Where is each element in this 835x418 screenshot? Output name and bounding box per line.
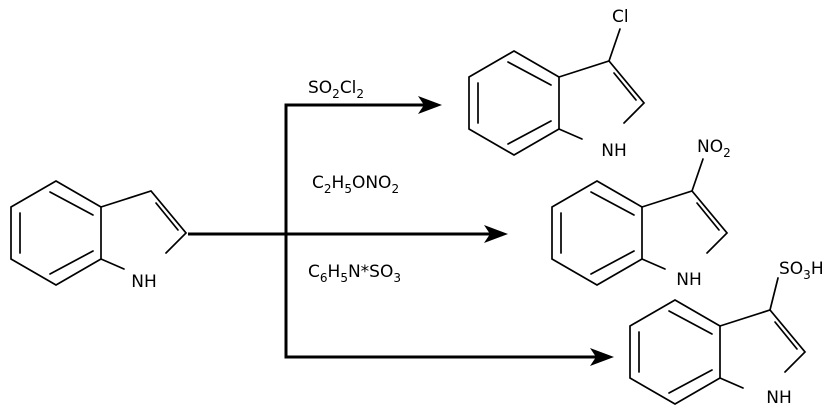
reagent-sulfuryl-chloride: SO2Cl2 [308, 78, 364, 101]
arrow-head-bottom [590, 348, 614, 366]
substituent-bond [691, 158, 704, 192]
product-indole-3-sulfonic-acid: SO3H NH [629, 259, 824, 408]
product-nh-label: NH [601, 141, 627, 161]
nitro-label: NO2 [697, 137, 731, 160]
lower-branch-line [284, 234, 598, 359]
sulfonic-acid-label: SO3H [779, 259, 824, 282]
reagent-pyridine-sulfur-trioxide: C6H5N*SO3 [308, 262, 401, 285]
reactant-indole: NH [10, 180, 187, 292]
arrow-head-middle [484, 225, 508, 243]
reaction-arrows [188, 96, 614, 366]
arrow-head-top [418, 96, 442, 114]
product-3-chloroindole: Cl NH [468, 7, 645, 161]
substituent-bond [769, 277, 779, 311]
reagent-ethyl-nitrate: C2H5ONO2 [312, 173, 399, 196]
reactant-nh-label: NH [131, 272, 157, 292]
indole-ring [468, 50, 645, 156]
product-nh-label: NH [766, 388, 792, 408]
chloro-label: Cl [612, 7, 629, 27]
substituent-bond [608, 28, 621, 62]
product-nh-label: NH [676, 270, 702, 290]
indole-ring [10, 180, 187, 286]
product-3-nitroindole: NO2 NH [551, 137, 731, 290]
upper-branch-line [284, 103, 425, 234]
